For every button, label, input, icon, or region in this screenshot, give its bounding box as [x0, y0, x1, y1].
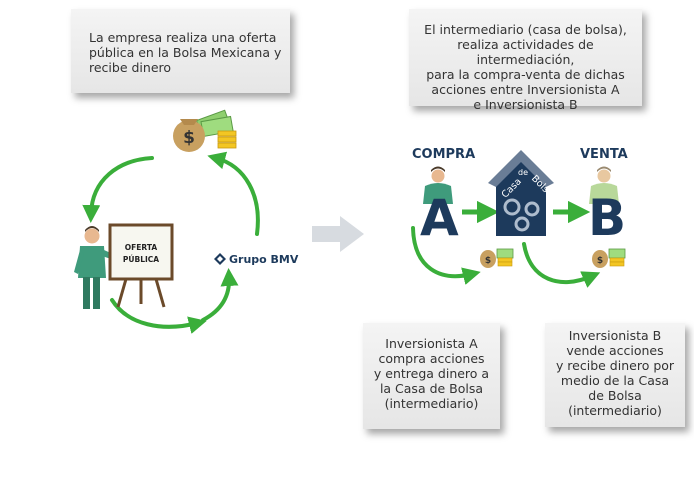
investor-b-line-5: de Bolsa: [588, 388, 642, 403]
investor-b-letter: B: [588, 189, 627, 247]
board-line-2: PÚBLICA: [123, 255, 159, 264]
compra-label: COMPRA: [412, 147, 476, 162]
curve-arrow-under-b: [522, 242, 601, 288]
intermediary-line-3: para la compra-venta de dichas: [426, 67, 625, 82]
investor-b-line-4: medio de la Casa: [560, 373, 670, 388]
money-icon-b-symbol: $: [597, 256, 603, 266]
investor-b-line-2: vende acciones: [566, 343, 664, 358]
house-word-de: de: [518, 168, 528, 177]
investor-a-line-4: la Casa de Bolsa: [379, 381, 484, 396]
investor-a-line-1: Inversionista A: [385, 336, 478, 351]
company-offer-line-3: recibe dinero: [89, 60, 172, 75]
investor-a-box: Inversionista A compra acciones y entreg…: [363, 323, 500, 429]
investor-b-line-6: (intermediario): [568, 403, 662, 418]
investor-b-line-1: Inversionista B: [568, 328, 662, 343]
intermediary-line-4: acciones entre Inversionista A: [431, 82, 620, 97]
money-bag-icon: [173, 109, 237, 152]
grupo-bmv-logo-icon: [214, 253, 226, 265]
flow-arrow-big: [312, 216, 364, 252]
intermediary-line-5: e Inversionista B: [473, 97, 578, 112]
money-icon-a-symbol: $: [485, 256, 491, 266]
investor-b-box: Inversionista B vende acciones y recibe …: [545, 323, 685, 427]
investor-a-line-3: y entrega dinero a: [373, 366, 490, 381]
money-bag-symbol: $: [183, 128, 195, 148]
intermediary-line-2: realiza actividades de intermediación,: [457, 37, 594, 67]
casa-de-bolsa-house-icon: [488, 150, 554, 236]
investor-a-line-5: (intermediario): [384, 396, 479, 411]
company-offer-line-2: pública en la Bolsa Mexicana y: [89, 45, 282, 60]
venta-label: VENTA: [580, 147, 628, 162]
money-icon-b: [592, 248, 626, 268]
intermediary-line-1: El intermediario (casa de bolsa),: [424, 22, 627, 37]
intermediary-box: El intermediario (casa de bolsa), realiz…: [409, 9, 642, 112]
investor-b-person-icon: [589, 166, 619, 204]
cycle-arrow-top-right: [207, 151, 260, 236]
company-offer-box: La empresa realiza una oferta pública en…: [71, 9, 290, 93]
curve-arrow-under-a: [411, 226, 481, 285]
cycle-arrow-top-left: [82, 156, 154, 223]
cycle-arrow-bottom-right: [201, 268, 239, 322]
investor-a-person-icon: [423, 166, 453, 204]
cycle-arrow-bottom-left: [110, 298, 207, 334]
money-icon-a: [480, 248, 514, 268]
investor-a-line-2: compra acciones: [378, 351, 485, 366]
board-line-1: OFERTA: [125, 243, 158, 252]
grupo-bmv-logo-text: Grupo BMV: [229, 253, 299, 266]
presentation-board: [108, 223, 174, 308]
investor-a-letter: A: [420, 189, 459, 247]
company-offer-line-1: La empresa realiza una oferta: [89, 30, 277, 45]
investor-b-line-3: y recibe dinero por: [555, 358, 675, 373]
presenter-person-icon: [74, 226, 122, 309]
